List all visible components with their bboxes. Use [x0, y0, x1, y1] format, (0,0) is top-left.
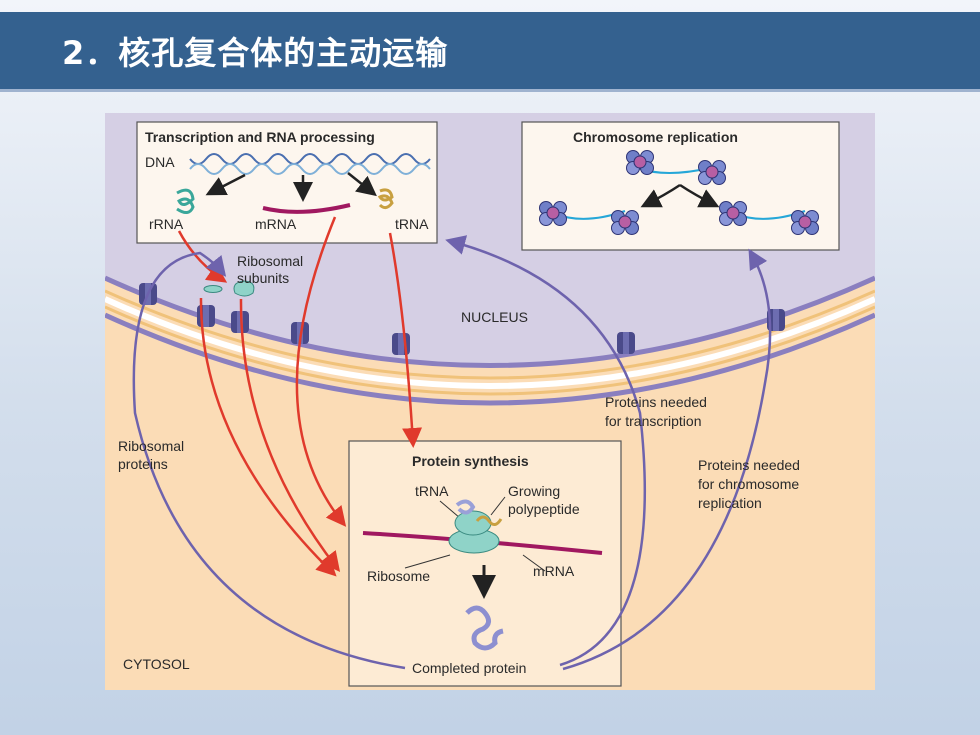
title-bar: 2．核孔复合体的主动运输 [0, 12, 980, 92]
ribosomal-subunits-label-1: Ribosomal [237, 253, 303, 269]
export-arrows [177, 216, 423, 577]
transcription-title: Transcription and RNA processing [145, 129, 375, 145]
small-subunit-icon [203, 285, 223, 293]
proteins-transcription-label-1: Proteins needed [605, 394, 707, 410]
ribosome-icon [448, 499, 503, 554]
dna-helix-icon [189, 153, 431, 175]
ribosomal-subunits-label-2: subunits [237, 270, 289, 286]
rrna-icon [176, 188, 195, 214]
nuclear-pore-icon [392, 333, 410, 355]
proteins-replication-label-1: Proteins needed [698, 457, 800, 473]
completed-protein-icon [465, 605, 504, 651]
transcription-box: Transcription and RNA processing DNA rRN… [136, 121, 438, 244]
completed-protein-label: Completed protein [412, 660, 526, 676]
dna-label: DNA [145, 154, 175, 170]
protein-synthesis-box: Protein synthesis tRNA Growing polypepti… [348, 440, 622, 687]
ribosomal-proteins-label-2: proteins [118, 456, 168, 472]
growing-label-2: polypeptide [508, 501, 580, 517]
chromosome-replication-box: Chromosome replication [521, 121, 840, 251]
nuclear-pore-icon [197, 305, 215, 327]
ribosomal-proteins-label-1: Ribosomal [118, 438, 184, 454]
cytosol-label: CYTOSOL [123, 656, 190, 672]
slide-title: 2．核孔复合体的主动运输 [62, 34, 449, 72]
nuclear-pore-icon [767, 309, 785, 331]
synthesis-mrna-label: mRNA [533, 563, 575, 579]
mrna-strand-icon [262, 203, 351, 214]
proteins-replication-label-3: replication [698, 495, 762, 511]
replication-title: Chromosome replication [573, 129, 738, 145]
ribosome-label: Ribosome [367, 568, 430, 584]
growing-label-1: Growing [508, 483, 560, 499]
nuclear-pore-icon [617, 332, 635, 354]
proteins-transcription-label-2: for transcription [605, 413, 701, 429]
large-subunit-icon [233, 280, 255, 297]
mrna-label: mRNA [255, 216, 297, 232]
proteins-replication-label-2: for chromosome [698, 476, 799, 492]
trna-icon [377, 188, 394, 210]
synthesis-title: Protein synthesis [412, 453, 529, 469]
nucleus-label: NUCLEUS [461, 309, 528, 325]
nuclear-transport-figure: Transcription and RNA processing DNA rRN… [105, 113, 875, 690]
nuclear-pore-icon [231, 311, 249, 333]
synthesis-trna-label: tRNA [415, 483, 449, 499]
rrna-label: rRNA [149, 216, 184, 232]
nuclear-envelope [105, 275, 875, 406]
trna-label: tRNA [395, 216, 429, 232]
import-arrows [132, 235, 772, 671]
